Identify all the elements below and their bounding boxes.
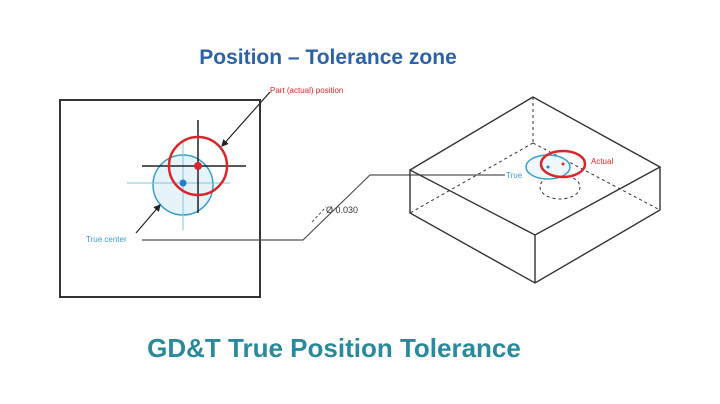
isometric-block (408, 96, 662, 284)
true-center-label: True center (86, 235, 127, 244)
top-view: Part (actual) position True center (59, 86, 343, 298)
actual-circle (167, 135, 229, 197)
actual-ellipse (539, 149, 587, 179)
hidden-edges (409, 97, 661, 214)
part-outline (59, 99, 261, 298)
actual-center-dot (194, 162, 202, 170)
hole-cylinder (539, 174, 581, 200)
true-label: True (506, 171, 523, 180)
part-position-arrow (221, 91, 271, 147)
true-center-dot-3d (546, 165, 550, 169)
true-center-dot (179, 179, 187, 187)
tolerance-value: Ø 0.030 (326, 205, 358, 215)
true-center-arrow (135, 204, 161, 234)
title: Position – Tolerance zone (199, 46, 457, 69)
tolerance-leader (142, 174, 505, 241)
tolerance-guide (311, 206, 327, 223)
actual-label: Actual (591, 157, 613, 166)
part-position-label: Part (actual) position (270, 86, 343, 95)
subtitle: GD&T True Position Tolerance (147, 333, 521, 363)
actual-center-dot-3d (561, 162, 565, 166)
